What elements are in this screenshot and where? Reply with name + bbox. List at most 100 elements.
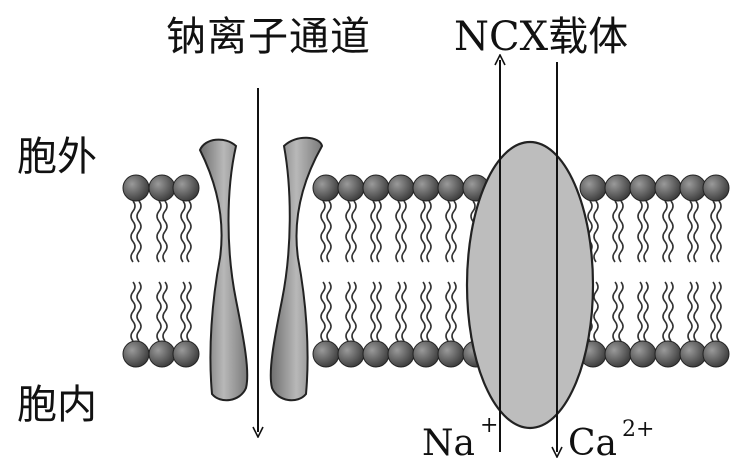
lipid-tail: [351, 281, 357, 342]
lipid-tail: [618, 281, 624, 342]
lipid-tail: [162, 281, 168, 342]
lipid-tail: [618, 200, 624, 263]
lipid-tail: [370, 200, 376, 263]
lipid-head: [337, 174, 365, 202]
lipid-head: [172, 174, 200, 202]
lipid-head: [604, 340, 632, 368]
lipid-tail: [186, 281, 192, 342]
lipid-tail: [130, 200, 136, 263]
lipid-tail: [637, 200, 643, 263]
lipid-tail: [593, 281, 599, 342]
lipid-tail: [395, 200, 401, 263]
lipid-head: [337, 340, 365, 368]
lipid-tail: [693, 200, 699, 263]
lipid-tail: [716, 281, 722, 342]
lipid-tail: [637, 281, 643, 342]
lipid-head: [122, 174, 150, 202]
lipid-tail: [451, 200, 457, 263]
phospholipid-pair: [387, 174, 415, 368]
lipid-tail: [451, 281, 457, 342]
lipid-tail: [687, 281, 693, 342]
lipid-head: [702, 174, 730, 202]
lipid-tail: [130, 281, 136, 342]
na-ion-symbol: Na: [422, 423, 475, 464]
lipid-head: [412, 174, 440, 202]
lipid-head: [629, 174, 657, 202]
lipid-tail: [643, 281, 649, 342]
phospholipid-pair: [654, 174, 682, 368]
extracellular-label: 胞外: [17, 134, 97, 180]
lipid-tail: [320, 281, 326, 342]
lipid-head: [679, 174, 707, 202]
intracellular-label: 胞内: [17, 382, 97, 428]
lipid-head: [148, 340, 176, 368]
lipid-tail: [710, 200, 716, 263]
lipid-tail: [156, 281, 162, 342]
ncx-carrier-label: NCX载体: [454, 14, 628, 60]
lipid-head: [604, 174, 632, 202]
lipid-tail: [136, 281, 142, 342]
phospholipid-pair: [604, 174, 632, 368]
phospholipid-pair: [337, 174, 365, 368]
lipid-tail: [326, 200, 332, 263]
lipid-head: [122, 340, 150, 368]
lipid-head: [702, 340, 730, 368]
phospholipid-pair: [702, 174, 730, 368]
lipid-head: [172, 340, 200, 368]
lipid-tail: [370, 281, 376, 342]
lipid-tail: [162, 200, 168, 263]
lipid-head: [437, 174, 465, 202]
lipid-tail: [180, 200, 186, 263]
phospholipid-pair: [362, 174, 390, 368]
lipid-tail: [401, 200, 407, 263]
lipid-tail: [376, 200, 382, 263]
lipid-tail: [445, 281, 451, 342]
sodium-channel-right-half: [269, 136, 324, 402]
lipid-tail: [662, 281, 668, 342]
sodium-channel-left-half: [198, 138, 249, 402]
ncx-carrier: [465, 140, 595, 430]
lipid-tail: [668, 200, 674, 263]
lipid-tail: [186, 200, 192, 263]
lipid-tail: [716, 200, 722, 263]
na-ion-label: Na +: [422, 413, 498, 464]
lipid-tail: [401, 281, 407, 342]
ca-ion-charge: 2+: [622, 417, 654, 442]
lipid-head: [654, 340, 682, 368]
lipid-tail: [156, 200, 162, 263]
phospholipid-pair: [679, 174, 707, 368]
lipid-head: [312, 340, 340, 368]
lipid-tail: [687, 200, 693, 263]
lipid-head: [679, 340, 707, 368]
lipid-tail: [320, 200, 326, 263]
ca-ion-symbol: Ca: [568, 423, 617, 464]
lipid-tail: [445, 200, 451, 263]
lipid-tail: [668, 281, 674, 342]
lipid-tail: [326, 281, 332, 342]
lipid-tail: [693, 281, 699, 342]
lipid-tail: [376, 281, 382, 342]
phospholipid-pair: [148, 174, 176, 368]
phospholipid-pair: [629, 174, 657, 368]
na-ion-charge: +: [480, 413, 498, 438]
lipid-tail: [662, 200, 668, 263]
lipid-head: [654, 174, 682, 202]
lipid-tail: [643, 200, 649, 263]
sodium-channel-label: 钠离子通道: [166, 14, 371, 60]
phospholipid-pair: [412, 174, 440, 368]
lipid-bilayer: [122, 174, 730, 368]
lipid-tail: [345, 200, 351, 263]
lipid-tail: [180, 281, 186, 342]
lipid-tail: [612, 281, 618, 342]
lipid-head: [312, 174, 340, 202]
lipid-tail: [351, 200, 357, 263]
lipid-tail: [426, 200, 432, 263]
lipid-head: [387, 174, 415, 202]
lipid-head: [362, 340, 390, 368]
lipid-tail: [426, 281, 432, 342]
lipid-head: [437, 340, 465, 368]
lipid-head: [629, 340, 657, 368]
lipid-tail: [395, 281, 401, 342]
lipid-tail: [345, 281, 351, 342]
